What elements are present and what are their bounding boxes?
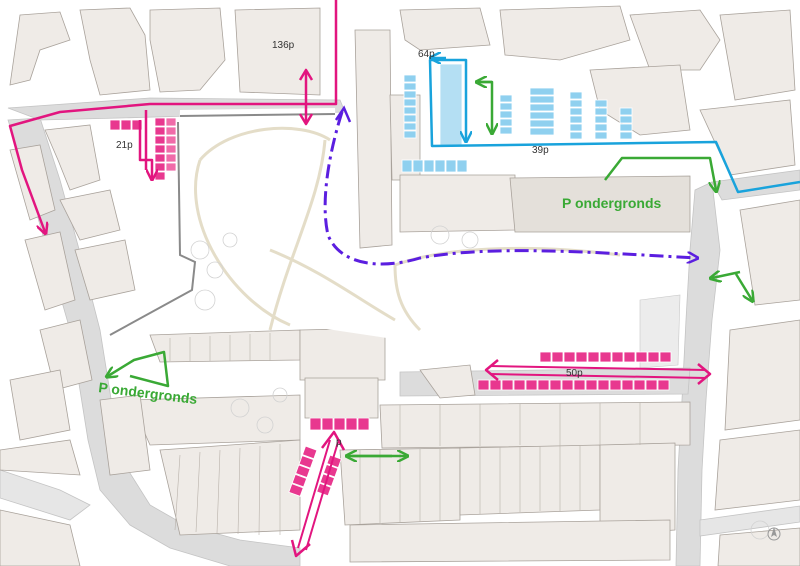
buildings: [0, 5, 800, 566]
route-green-left: [108, 350, 170, 388]
building: [9, 11, 71, 86]
building: [717, 527, 800, 566]
building: [739, 199, 800, 306]
label-parking-50: 50p: [566, 368, 583, 379]
route-magenta-main: [8, 0, 338, 232]
building: [354, 29, 393, 249]
building: [499, 5, 631, 61]
route-green-east: [712, 272, 741, 278]
building: [74, 239, 136, 301]
building: [0, 439, 81, 476]
building: [719, 9, 796, 101]
building: [59, 189, 121, 241]
building: [724, 319, 800, 431]
building: [0, 509, 81, 566]
building: [714, 429, 800, 511]
building: [304, 377, 379, 419]
parking-blue: [401, 63, 633, 173]
route-green-right: [604, 156, 716, 190]
building: [379, 401, 691, 449]
footpath: [269, 248, 396, 322]
trees: [190, 225, 770, 540]
footpath: [268, 139, 327, 331]
building: [159, 439, 301, 536]
label-underground-right: P ondergronds: [562, 195, 662, 211]
route-magenta: [8, 0, 712, 558]
lower-right-street: [699, 505, 800, 537]
label-parking-21: 21p: [116, 140, 133, 151]
route-purple-dashed: [323, 111, 696, 266]
building: [129, 394, 301, 446]
building: [419, 364, 476, 399]
building: [149, 7, 226, 93]
route-green: [108, 82, 752, 456]
park-area: [109, 108, 770, 540]
house-divisions: [169, 333, 641, 536]
building: [599, 442, 676, 536]
park-boundary: [109, 121, 197, 336]
label-parking-p: p: [336, 437, 342, 448]
footpath: [194, 159, 291, 327]
label-parking-39: 39p: [532, 145, 549, 156]
building: [149, 329, 301, 363]
building: [99, 394, 151, 476]
building-136: [234, 7, 321, 96]
plaza: [639, 294, 681, 369]
building: [9, 369, 71, 441]
footpath: [198, 126, 331, 161]
route-blue: [428, 58, 800, 194]
parking-magenta: [109, 117, 672, 497]
building-underground-right: [509, 175, 691, 233]
building: [629, 9, 721, 71]
building: [399, 7, 491, 51]
route-blue-main: [428, 58, 800, 194]
north-arrow-icon: [767, 527, 781, 541]
building: [459, 444, 601, 516]
label-parking-136: 136p: [272, 40, 295, 51]
building: [79, 7, 151, 96]
label-parking-64: 64p: [418, 49, 435, 60]
building: [44, 124, 101, 191]
lower-left-street: [0, 469, 91, 521]
building: [349, 519, 671, 563]
building: [399, 174, 516, 233]
